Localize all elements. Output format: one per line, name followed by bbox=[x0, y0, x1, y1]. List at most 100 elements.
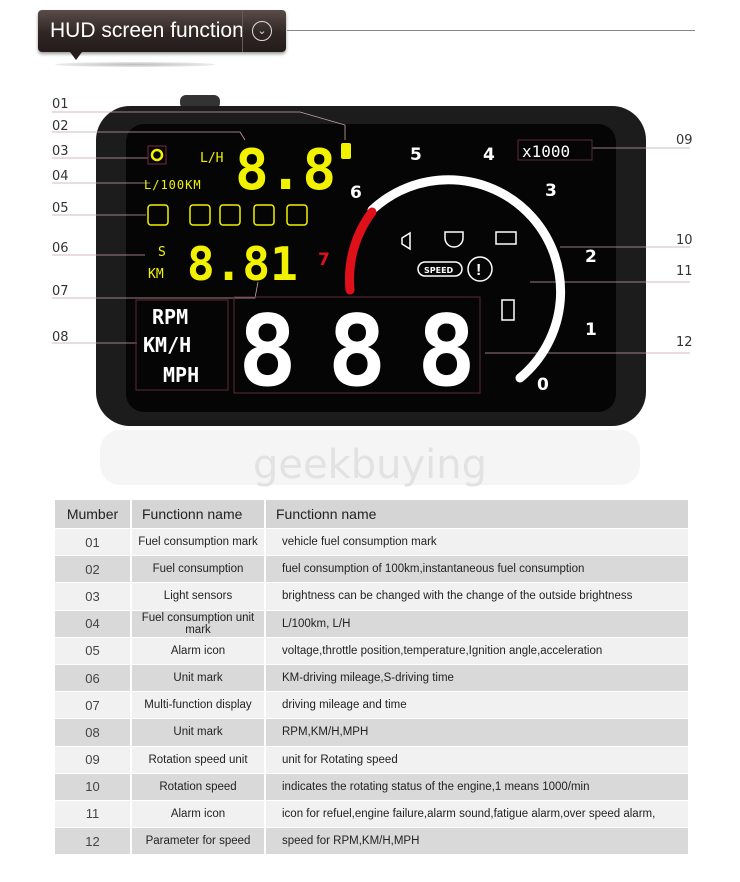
cell-name: Alarm icon bbox=[130, 799, 265, 828]
cell-description: indicates the rotating status of the eng… bbox=[264, 772, 688, 801]
ignition-angle-icon bbox=[189, 204, 211, 226]
cell-description: L/100km, L/H bbox=[264, 609, 688, 638]
gauge-label-7: 7 bbox=[318, 250, 330, 270]
speed-display: 888 bbox=[238, 295, 476, 409]
cell-number: 10 bbox=[55, 772, 131, 801]
cell-number: 06 bbox=[55, 663, 131, 692]
cell-number: 01 bbox=[55, 527, 131, 556]
cell-name: Unit mark bbox=[130, 718, 265, 746]
watermark: geekbuying bbox=[253, 442, 487, 488]
cell-name: Unit mark bbox=[130, 663, 265, 692]
cell-description: speed for RPM,KM/H,MPH bbox=[264, 827, 688, 855]
cell-number: 12 bbox=[55, 827, 131, 855]
light-sensor-frame bbox=[147, 145, 167, 165]
device-screen bbox=[126, 124, 616, 412]
speed-display-frame bbox=[233, 296, 481, 394]
cell-number: 03 bbox=[55, 582, 131, 611]
column-function-description: Functionn name bbox=[264, 500, 688, 529]
cell-description: icon for refuel,engine failure,alarm sou… bbox=[264, 799, 688, 828]
gauge-label-4: 4 bbox=[483, 145, 495, 165]
gauge-label-1: 1 bbox=[585, 320, 597, 340]
cell-name: Light sensors bbox=[130, 582, 265, 611]
unit-km: KM bbox=[148, 267, 164, 282]
cell-number: 09 bbox=[55, 745, 131, 774]
callout-12: 12 bbox=[676, 335, 693, 350]
cell-description: brightness can be changed with the chang… bbox=[264, 582, 688, 611]
cell-description: vehicle fuel consumption mark bbox=[264, 527, 688, 556]
rpm-arc bbox=[367, 175, 566, 383]
chevron-down-circle-icon[interactable]: ⌄ bbox=[252, 21, 272, 41]
callout-06: 06 bbox=[52, 241, 69, 256]
rpm-redline-arc bbox=[345, 207, 377, 295]
alarm-icons-right bbox=[401, 231, 517, 321]
unit-kmh: KM/H bbox=[143, 333, 191, 357]
cell-number: 07 bbox=[55, 691, 131, 719]
banner-shadow bbox=[55, 62, 215, 67]
throttle-icon bbox=[253, 204, 275, 226]
overspeed-alert-icon bbox=[467, 256, 493, 282]
cell-description: driving mileage and time bbox=[264, 691, 688, 719]
exclamation-icon: ! bbox=[476, 262, 481, 279]
unit-l100km: L/100KM bbox=[144, 178, 202, 192]
fuel-consumption-display: 8.8 bbox=[235, 138, 336, 203]
callout-02: 02 bbox=[52, 119, 69, 134]
hud-diagram: geekbuying 01 02 03 04 05 06 07 08 09 10… bbox=[52, 95, 693, 488]
callout-11: 11 bbox=[676, 264, 693, 279]
alarm-icons bbox=[147, 204, 308, 226]
cell-name: Fuel consumption unit mark bbox=[130, 609, 265, 638]
gauge-label-0: 0 bbox=[537, 375, 549, 395]
callout-10: 10 bbox=[676, 233, 693, 248]
banner-pointer bbox=[70, 52, 82, 60]
callout-03: 03 bbox=[52, 144, 69, 159]
cell-description: RPM,KM/H,MPH bbox=[264, 718, 688, 746]
device-reflection bbox=[100, 430, 640, 485]
unit-rpm: RPM bbox=[152, 305, 188, 329]
section-banner: HUD screen function ⌄ bbox=[38, 10, 286, 52]
cell-name: Fuel consumption mark bbox=[130, 527, 265, 556]
cell-description: fuel consumption of 100km,instantaneous … bbox=[264, 555, 688, 583]
acceleration-icon bbox=[147, 204, 169, 226]
banner-divider bbox=[242, 10, 243, 52]
rpm-multiplier: x1000 bbox=[522, 142, 570, 161]
callouts-left bbox=[52, 111, 346, 344]
callout-01: 01 bbox=[52, 97, 69, 112]
unit-s: S bbox=[158, 245, 166, 260]
adjust-knob bbox=[180, 95, 220, 109]
callout-09: 09 bbox=[676, 133, 693, 148]
cell-name: Rotation speed unit bbox=[130, 745, 265, 774]
callout-07: 07 bbox=[52, 284, 69, 299]
rpm-gauge: 0 1 2 3 4 5 6 7 SPEED ! bbox=[318, 145, 597, 395]
column-number: Mumber bbox=[55, 500, 131, 529]
cell-name: Fuel consumption bbox=[130, 555, 265, 583]
header-rule bbox=[287, 30, 695, 31]
cell-name: Rotation speed bbox=[130, 772, 265, 801]
cell-number: 02 bbox=[55, 555, 131, 583]
cell-number: 08 bbox=[55, 718, 131, 746]
callout-05: 05 bbox=[52, 201, 69, 216]
rpm-unit-frame bbox=[517, 139, 593, 161]
speed-units-frame bbox=[135, 299, 229, 391]
gauge-label-2: 2 bbox=[585, 247, 597, 267]
callout-04: 04 bbox=[52, 169, 69, 184]
speed-badge-frame bbox=[417, 261, 463, 277]
cell-description: KM-driving mileage,S-driving time bbox=[264, 663, 688, 692]
cell-name: Parameter for speed bbox=[130, 827, 265, 855]
refuel-icon bbox=[501, 299, 515, 321]
gauge-label-3: 3 bbox=[545, 181, 557, 201]
alarm-sound-icon bbox=[401, 231, 411, 251]
cell-description: voltage,throttle position,temperature,Ig… bbox=[264, 636, 688, 665]
temperature-icon bbox=[219, 204, 241, 226]
cell-number: 11 bbox=[55, 799, 131, 828]
callout-08: 08 bbox=[52, 330, 69, 345]
cell-number: 04 bbox=[55, 609, 131, 638]
